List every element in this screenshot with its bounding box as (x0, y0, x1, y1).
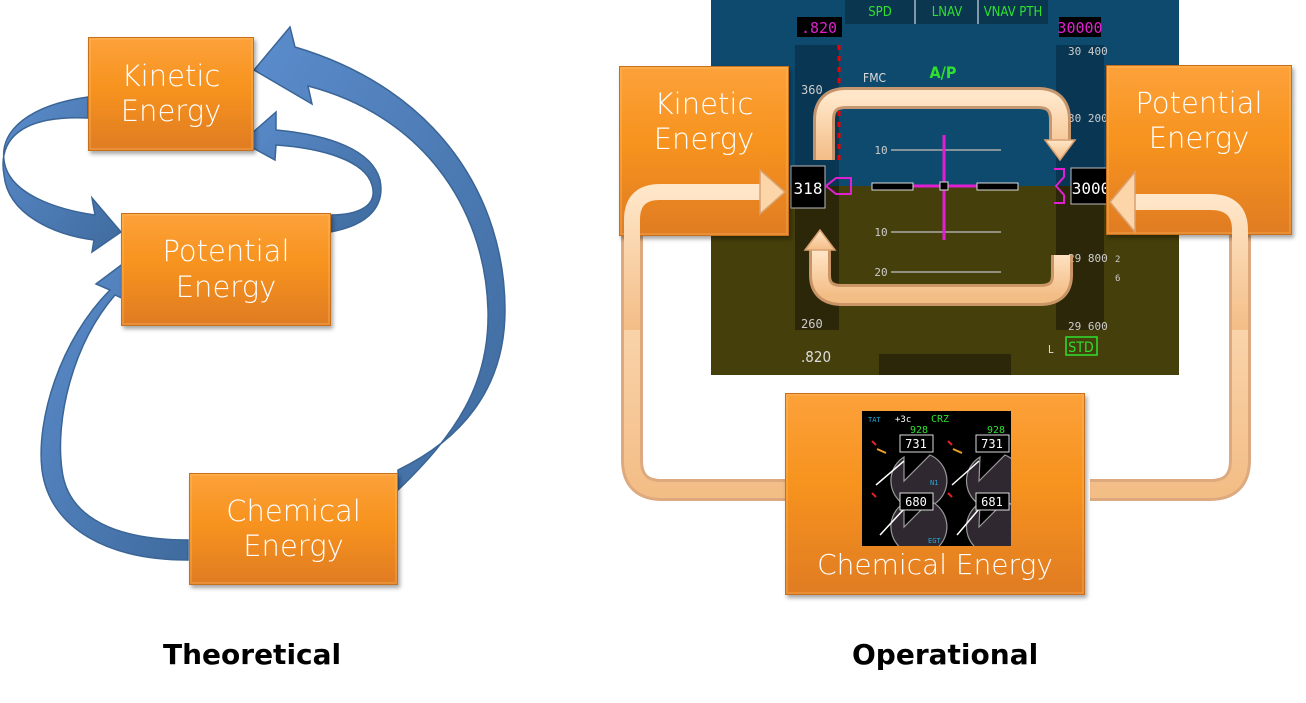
pitch-label: 10 (874, 226, 887, 239)
arrow-chemical-to-potential (40, 258, 189, 561)
pitch-label: 10 (874, 144, 887, 157)
box-label-line2: Energy (653, 122, 755, 157)
arrow-chemical-to-kinetic (252, 25, 506, 492)
mach-target: .820 (801, 19, 837, 37)
box-label-line2: Energy (120, 94, 222, 128)
baro-setting: STD (1068, 340, 1093, 356)
pitch-label: 20 (874, 266, 887, 279)
thrust-mode: CRZ (931, 414, 949, 425)
theoretical-caption: Theoretical (163, 638, 342, 671)
vsi-label: 2 (1115, 255, 1120, 265)
primary-flight-display: SPD LNAV VNAV PTH .820 30000 360 260 FMC… (711, 0, 1179, 375)
altitude-tape-label: 29 600 (1068, 320, 1108, 333)
tat-value: +3c (895, 415, 911, 425)
current-altitude: 3000 (1072, 179, 1111, 198)
box-label-line1: Chemical (226, 493, 361, 528)
box-label-line1: Kinetic (121, 58, 221, 93)
fma-pitch: VNAV PTH (984, 5, 1043, 20)
box-label-line2: Energy (243, 529, 344, 563)
fma-speed: SPD (868, 5, 892, 20)
baro-side-label: L (1048, 343, 1054, 356)
box-label-line1: Kinetic (654, 87, 754, 121)
box-label-line1: Potential (162, 234, 290, 269)
operational-caption: Operational (852, 638, 1039, 671)
box-label-line1: Potential (1135, 86, 1263, 120)
altitude-tape-label: 30 200 (1068, 112, 1108, 125)
vsi-label: 6 (1115, 274, 1120, 284)
fma-roll: LNAV (932, 5, 962, 20)
arrowhead-up-to-speed (803, 228, 837, 251)
egt-value-left: 680 (905, 495, 927, 509)
altitude-tape-label: 30 400 (1068, 45, 1108, 58)
n1-limit-right: 928 (987, 425, 1005, 436)
arrowhead-down-to-altitude (1043, 139, 1077, 162)
current-mach: .820 (801, 348, 831, 366)
fmc-label: FMC (863, 71, 886, 85)
speed-tape-label: 360 (801, 83, 823, 97)
theoretical-kinetic-energy-box: Kinetic Energy (88, 37, 254, 151)
autopilot-status: A/P (930, 63, 957, 82)
altitude-tape-label: 29 800 (1068, 252, 1108, 265)
arrow-potential-to-kinetic (240, 110, 382, 233)
operational-arrow-overlay (624, 168, 1248, 330)
engine-display: TAT +3c CRZ 928 928 731 731 680 681 N1 E… (862, 411, 1011, 546)
current-speed: 318 (794, 179, 823, 198)
egt-label: EGT (928, 537, 941, 545)
n1-value-left: 731 (905, 437, 927, 451)
altitude-target: 30000 (1057, 19, 1102, 37)
tat-label: TAT (868, 416, 881, 424)
n1-limit-left: 928 (910, 425, 928, 436)
arrow-kinetic-to-potential (2, 96, 123, 254)
box-label-line2: Energy (175, 269, 277, 304)
n1-label: N1 (930, 479, 938, 487)
theoretical-arrows (2, 25, 506, 561)
box-label: Chemical Energy (817, 547, 1053, 581)
theoretical-chemical-energy-box: Chemical Energy (189, 473, 398, 585)
n1-value-right: 731 (981, 437, 1003, 451)
speed-tape-label: 260 (801, 317, 823, 331)
theoretical-potential-energy-box: Potential Energy (121, 213, 331, 326)
egt-value-right: 681 (981, 495, 1003, 509)
box-label-line2: Energy (1148, 121, 1250, 156)
